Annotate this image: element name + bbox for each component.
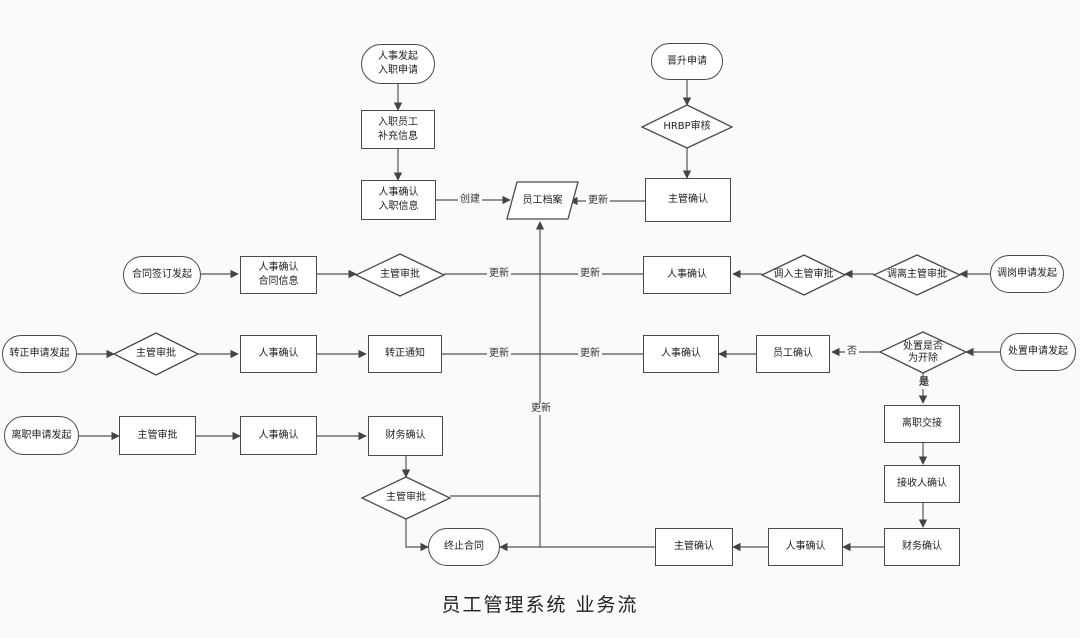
step-new-employee-info: 入职员工 补充信息 — [361, 110, 435, 149]
step-receiver-confirm: 接收人确认 — [884, 465, 960, 503]
edge-label-yes: 是 — [917, 377, 931, 389]
decision-transfer-out-approve: 调离主管审批 — [887, 269, 947, 280]
step-hr-confirm-contract: 人事确认 合同信息 — [240, 256, 317, 294]
step-mgr-confirm-promotion: 主管确认 — [645, 178, 731, 222]
step-mgr-approve-resign: 主管审批 — [119, 416, 196, 455]
step-hr-confirm-resign: 人事确认 — [240, 416, 317, 455]
edge-resign-5 — [405, 519, 429, 552]
shape-transfer-out — [872, 254, 962, 296]
terminal-hr-initiate-onboarding: 人事发起 入职申请 — [361, 44, 435, 84]
shape-hrbp-review — [640, 104, 734, 149]
diagram-title: 员工管理系统 业务流 — [441, 594, 639, 616]
step-finance-confirm-dismiss: 财务确认 — [884, 528, 960, 566]
shape-employee-archive — [506, 181, 579, 220]
terminal-discipline-initiate: 处置申请发起 — [1000, 333, 1076, 371]
terminal-resign-initiate: 离职申请发起 — [4, 416, 79, 455]
step-handover: 离职交接 — [884, 405, 960, 443]
shape-dismiss-decision — [878, 331, 968, 374]
terminal-contract-initiate: 合同签订发起 — [123, 256, 201, 294]
terminal-transfer-initiate: 调岗申请发起 — [990, 255, 1064, 293]
decision-hrbp-review: HRBP审核 — [663, 120, 711, 132]
edge-label-no: 否 — [845, 346, 859, 358]
shape-mgr-approve-regular — [112, 332, 200, 376]
step-hr-confirm-dismiss: 人事确认 — [768, 528, 843, 566]
step-hr-confirm-onboarding: 人事确认 入职信息 — [361, 180, 436, 220]
shape-mgr-approve-contract — [354, 253, 446, 297]
terminal-regular-initiate: 转正申请发起 — [2, 335, 77, 373]
shape-mgr-approve-final — [360, 476, 452, 520]
edge-label-update-contract: 更新 — [487, 268, 511, 280]
decision-mgr-approve-regular: 主管审批 — [136, 348, 176, 359]
step-hr-confirm-discipline: 人事确认 — [643, 335, 719, 373]
step-finance-confirm-resign: 财务确认 — [368, 416, 443, 456]
decision-transfer-in-approve: 调入主管审批 — [773, 269, 834, 280]
edge-label-update-transfer: 更新 — [578, 268, 602, 280]
decision-dismiss: 处置是否 为开除 — [903, 340, 943, 364]
step-employee-confirm: 员工确认 — [756, 335, 830, 373]
edge-label-update-regular: 更新 — [487, 348, 511, 360]
edge-label-create: 创建 — [458, 194, 482, 206]
step-hr-confirm-regular: 人事确认 — [240, 335, 317, 373]
data-employee-archive: 员工档案 — [522, 194, 563, 206]
decision-mgr-approve-contract: 主管审批 — [380, 269, 420, 280]
edge-label-update-discipline: 更新 — [578, 348, 602, 360]
step-mgr-confirm-dismiss: 主管确认 — [655, 528, 733, 566]
terminal-promotion-request: 晋升申请 — [651, 43, 723, 80]
edge-label-update-promotion: 更新 — [586, 195, 610, 207]
decision-mgr-approve-final: 主管审批 — [386, 492, 426, 503]
step-regular-notice: 转正通知 — [368, 335, 442, 373]
edge-label-update-vertical: 更新 — [529, 403, 553, 415]
step-hr-confirm-transfer: 人事确认 — [643, 256, 731, 294]
terminal-terminate-contract: 终止合同 — [428, 528, 500, 566]
shape-transfer-in — [760, 254, 847, 296]
